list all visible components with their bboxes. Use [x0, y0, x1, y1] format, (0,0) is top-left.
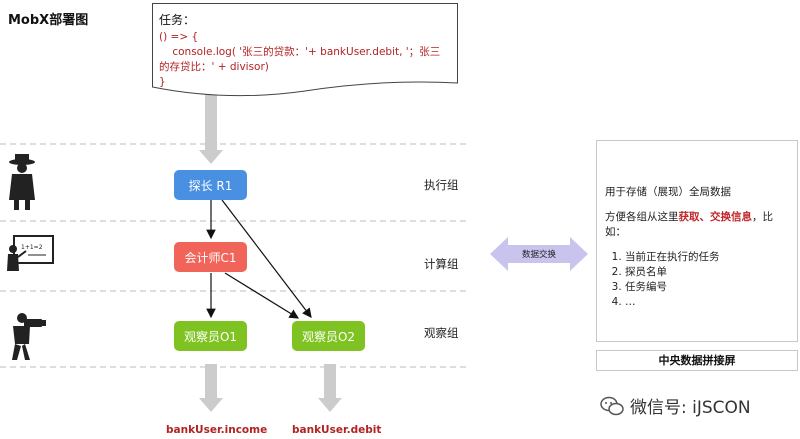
edge-accountant-observer2 — [224, 272, 300, 319]
node-detective-r1: 探长 R1 — [174, 170, 247, 200]
panel-caption: 中央数据拼接屏 — [596, 350, 798, 371]
output-arrow-debit — [318, 364, 342, 412]
wechat-icon — [600, 396, 624, 415]
list-item: … — [625, 295, 791, 310]
detective-icon — [9, 154, 35, 210]
panel-highlight: 获取、交换信息 — [678, 211, 753, 223]
task-code-line: } — [159, 76, 166, 88]
task-code-line: console.log( '张三的贷款：'+ bankUser.debit, '… — [159, 46, 441, 73]
cameraman-icon — [12, 313, 46, 360]
teacher-blackboard-icon: 1+1=2 — [7, 235, 54, 271]
output-arrow-income — [199, 364, 223, 412]
output-label-debit: bankUser.debit — [292, 424, 382, 436]
task-document: 任务： () => { console.log( '张三的贷款：'+ bankU… — [152, 3, 458, 97]
diagram-title: MobX部署图 — [8, 13, 89, 28]
central-data-panel: 用于存储（展现）全局数据 方便各组从这里获取、交换信息，比如： 当前正在执行的任… — [596, 140, 798, 342]
list-item: 当前正在执行的任务 — [625, 250, 791, 265]
list-item: 探员名单 — [625, 265, 791, 280]
edge-detective-observer2 — [221, 199, 312, 318]
panel-description: 方便各组从这里获取、交换信息，比如： — [605, 211, 773, 238]
task-code-line: () => { — [159, 31, 199, 43]
wechat-id: 微信号: iJSCON — [630, 398, 751, 418]
panel-list: 当前正在执行的任务 探员名单 任务编号 … — [605, 250, 791, 310]
panel-intro: 用于存储（展现）全局数据 — [605, 186, 731, 198]
task-label: 任务： — [159, 13, 196, 27]
list-item: 任务编号 — [625, 280, 791, 295]
output-label-income: bankUser.income — [166, 424, 268, 436]
group-label-observe: 观察组 — [424, 326, 459, 340]
node-observer-o2: 观察员O2 — [292, 321, 365, 351]
svg-text:1+1=2: 1+1=2 — [21, 244, 43, 251]
task-input-arrow — [199, 84, 223, 164]
wechat-watermark: 微信号: iJSCON — [600, 393, 751, 418]
node-observer-o1: 观察员O1 — [174, 321, 247, 351]
node-accountant-c1: 会计师C1 — [174, 242, 247, 272]
group-label-compute: 计算组 — [424, 257, 459, 271]
data-exchange-arrow — [490, 237, 588, 271]
document-shape — [152, 3, 458, 97]
data-exchange-label: 数据交换 — [521, 250, 556, 260]
group-label-exec: 执行组 — [424, 178, 459, 192]
